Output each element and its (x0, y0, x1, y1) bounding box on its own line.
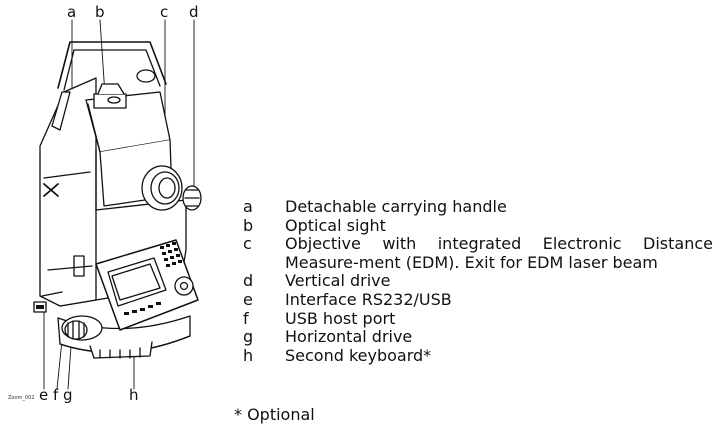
legend-letter: e (243, 289, 253, 309)
interface-ports (33, 301, 47, 313)
callout-a: a (67, 3, 77, 21)
legend-letter: a (243, 197, 253, 216)
legend-text: USB host port (285, 308, 396, 328)
legend-letter: g (243, 327, 254, 347)
legend-text: Horizontal drive (285, 327, 413, 347)
callout-g: g (63, 386, 73, 404)
footnote: * Optional (234, 405, 315, 424)
telescope-housing (85, 69, 173, 207)
legend-item: g Horizontal drive (243, 328, 713, 347)
legend-item: d Vertical drive (243, 272, 713, 291)
legend-item: e Interface RS232/USB (243, 289, 713, 310)
legend-text: Vertical drive (285, 271, 391, 291)
objective-lens (141, 165, 183, 211)
callout-b: b (95, 3, 105, 21)
figure-id: Zoom_002 (8, 395, 35, 401)
callout-c: c (160, 3, 169, 21)
legend-letter: h (243, 345, 254, 365)
legend-text: Objective with integrated Electronic Dis… (285, 234, 713, 272)
total-station-drawing (33, 19, 202, 390)
legend-text: Second keyboard* (285, 345, 432, 365)
horizontal-drive-knob (61, 315, 103, 341)
callout-h: h (129, 386, 139, 404)
legend-item: h Second keyboard* (243, 345, 713, 366)
legend-item: c Objective with integrated Electronic Di… (243, 234, 713, 272)
legend-letter: c (243, 234, 252, 254)
total-station-illustration: a b c d e f g h Zoom_002 (0, 0, 230, 428)
legend-text: Interface RS232/USB (285, 289, 452, 309)
legend-item: f USB host port (243, 308, 713, 329)
carrying-handle (51, 41, 167, 131)
display-keyboard-panel (95, 239, 199, 331)
legend-list: a Detachable carrying handle b Optical sig… (243, 197, 713, 366)
legend-letter: b (243, 215, 254, 235)
callout-f: f (53, 386, 59, 404)
legend-item: a Detachable carrying handle (243, 197, 713, 217)
leader-lines (43, 19, 195, 390)
callout-d: d (189, 3, 199, 21)
callout-e: e (39, 386, 49, 404)
legend-item: b Optical sight (243, 215, 713, 236)
legend-text: Optical sight (285, 215, 386, 235)
legend-letter: f (243, 308, 249, 328)
legend-letter: d (243, 271, 254, 291)
vertical-drive-knob (182, 185, 202, 211)
legend-text: Detachable carrying handle (285, 197, 507, 216)
